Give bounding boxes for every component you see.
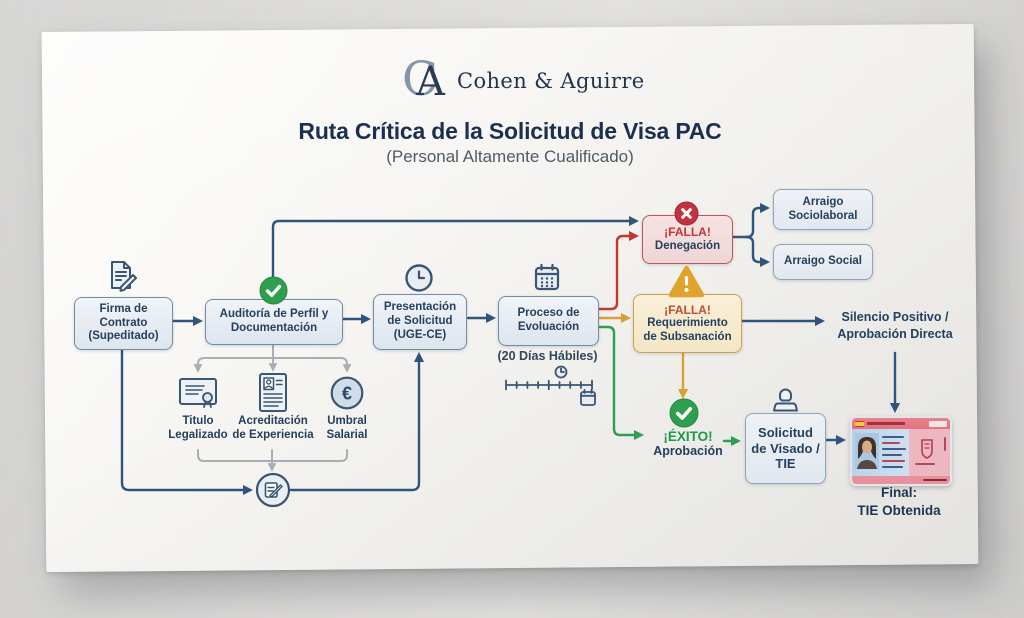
coat-of-arms-icon: [921, 439, 933, 459]
euro-icon: €: [329, 375, 365, 416]
silencio-line1: Silencio Positivo /: [841, 310, 949, 324]
req-umbral-line2: Salarial: [326, 429, 368, 442]
node-firma-contrato: Firma de Contrato (Supeditado): [74, 297, 173, 350]
card-text-bar: [923, 479, 947, 481]
exito-subtitle: Aprobación: [653, 444, 723, 458]
card-text-bar: [882, 448, 906, 450]
tie-card-footer: [852, 476, 950, 484]
tie-card-left: [852, 429, 909, 476]
solicitud-line3: TIE: [775, 456, 796, 472]
tie-card-right: [909, 429, 950, 476]
card-photo: [855, 433, 879, 469]
exito-check-icon: [669, 398, 699, 433]
node-auditoria-line2: Documentación: [230, 322, 318, 334]
solicitud-line2: de Visado /: [751, 440, 820, 456]
diploma-icon: [178, 375, 218, 416]
req-titulo-line1: Titulo: [182, 415, 214, 427]
final-line1: Final:: [881, 485, 917, 500]
brand-name: Cohen & Aguirre: [457, 69, 645, 93]
contract-icon: [104, 258, 140, 301]
denegacion-alert: ¡FALLA!: [664, 225, 711, 240]
card-text-bar: [882, 436, 904, 438]
subsanacion-line2: de Subsanación: [643, 330, 732, 343]
node-presentacion: Presentación de Solicitud (UGE-CE): [373, 294, 467, 350]
solicitud-line1: Solicitud: [758, 425, 813, 441]
arraigo-sociolaboral-line2: Sociolaboral: [788, 209, 858, 222]
card-vertical-text-bar: [944, 437, 946, 451]
card-text-bar: [882, 466, 903, 468]
x-badge-icon: [674, 201, 699, 231]
calendar-icon: [533, 263, 561, 297]
clock-icon: [404, 263, 434, 298]
silencio-text: Silencio Positivo / Aprobación Directa: [820, 309, 970, 343]
node-proceso-line2: Evoluación: [517, 321, 580, 333]
req-acreditacion-line1: Acreditación: [238, 415, 308, 427]
silencio-line2: Aprobación Directa: [837, 326, 953, 341]
node-presentacion-line3: (UGE-CE): [393, 328, 447, 341]
subsanacion-alert: ¡FALLA!: [664, 302, 711, 317]
tie-card: [850, 416, 952, 486]
node-arraigo-sociolaboral: Arraigo Sociolaboral: [773, 189, 873, 230]
cv-icon: [257, 372, 289, 418]
node-presentacion-line2: de Solicitud: [387, 315, 453, 328]
req-acreditacion-line2: de Experiencia: [232, 429, 314, 442]
tie-card-header: [852, 418, 950, 429]
node-subsanacion: ¡FALLA! Requerimiento de Subsanación: [633, 294, 742, 353]
card-text-bar: [882, 460, 905, 462]
card-text-bar: [882, 454, 902, 456]
page-subtitle: (Personal Altamente Cualificado): [386, 147, 634, 166]
node-firma-line1: Firma de: [99, 302, 148, 315]
final-line2: TIE Obtenida: [857, 502, 941, 518]
node-auditoria-line1: Auditoría de Perfil y: [219, 308, 329, 321]
spain-flag-icon: [855, 420, 864, 427]
node-auditoria: Auditoría de Perfil y Documentación: [205, 299, 343, 345]
monogram-c: C: [402, 52, 438, 107]
requirement-item-umbral: Umbral Salarial: [310, 414, 384, 443]
card-text-bar: [882, 442, 900, 444]
node-firma-line3: (Supeditado): [88, 330, 159, 343]
node-presentacion-line1: Presentación: [383, 301, 457, 314]
check-badge-icon: [259, 276, 288, 310]
node-arraigo-social: Arraigo Social: [773, 244, 873, 280]
monogram-icon: C A: [402, 52, 448, 107]
euro-symbol: €: [342, 384, 352, 404]
plazo-caption: (20 Días Hábiles): [497, 349, 598, 363]
arraigo-sociolaboral-line1: Arraigo: [802, 195, 844, 208]
denegacion-label: Denegación: [654, 239, 721, 252]
exito-title: ¡ÉXITO!: [663, 429, 713, 444]
req-titulo-line2: Legalizado: [168, 429, 228, 442]
brand-logo: C A Cohen & Aguirre: [402, 52, 645, 107]
arraigo-social-label: Arraigo Social: [784, 255, 862, 268]
exito-label: ¡ÉXITO! Aprobación: [638, 429, 738, 458]
final-label: Final: TIE Obtenida: [845, 484, 953, 519]
node-proceso-line1: Proceso de: [517, 307, 580, 320]
tie-card-header-text: [867, 422, 905, 425]
requirement-item-acreditacion: Acreditación de Experiencia: [226, 414, 320, 443]
warning-icon: [668, 265, 705, 303]
node-firma-line2: Contrato: [99, 316, 148, 329]
req-umbral-line1: Umbral: [327, 415, 367, 427]
node-solicitud-visado: Solicitud de Visado / TIE: [745, 413, 826, 484]
card-text-bar: [915, 463, 935, 465]
timeline-icon: [505, 365, 596, 406]
signature-icon: [255, 472, 291, 513]
page-title: Ruta Crítica de la Solicitud de Visa PAC: [298, 118, 722, 144]
requirement-item-titulo: Titulo Legalizado: [157, 414, 239, 443]
tie-card-header-chip: [929, 420, 947, 427]
monogram-a: A: [416, 59, 445, 105]
subsanacion-line1: Requerimiento: [647, 316, 728, 329]
node-proceso-evaluacion: Proceso de Evoluación: [498, 296, 599, 346]
